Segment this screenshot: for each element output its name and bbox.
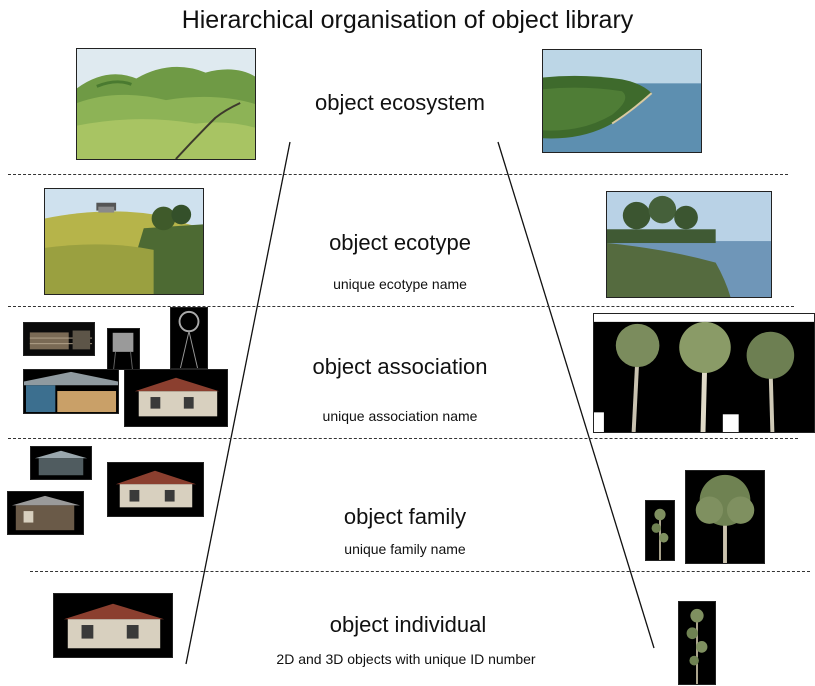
sapling-image-individual <box>678 601 716 685</box>
farm-field-image <box>44 188 204 295</box>
level-family-label: object family <box>343 504 467 529</box>
level-ecosystem-label: object ecosystem <box>315 90 485 115</box>
large-tree-image-family <box>685 470 765 564</box>
divider-3 <box>8 438 798 439</box>
eucalyptus-trees-image <box>593 313 815 433</box>
sapling-image-family <box>645 500 675 561</box>
windmill-image <box>170 307 208 369</box>
cottage-image-family <box>107 462 204 517</box>
barn-image <box>30 446 92 480</box>
diagram-title: Hierarchical organisation of object libr… <box>181 6 634 34</box>
stockyard-image <box>23 322 95 356</box>
hay-shed-image <box>23 369 119 414</box>
lake-woodland-image <box>606 191 772 298</box>
level-individual-sub: 2D and 3D objects with unique ID number <box>276 651 536 667</box>
divider-2 <box>8 306 794 307</box>
water-tank-image <box>107 328 140 370</box>
cottage-image-individual <box>53 593 173 658</box>
divider-4 <box>30 571 810 572</box>
level-ecotype-label: object ecotype <box>329 230 471 255</box>
coastline-image <box>542 49 702 153</box>
timber-hut-image <box>7 491 84 535</box>
hills-landscape-image <box>76 48 256 160</box>
level-family-sub: unique family name <box>344 541 466 557</box>
divider-1 <box>8 174 788 175</box>
level-individual-label: object individual <box>329 612 487 637</box>
level-association-label: object association <box>312 354 488 379</box>
level-ecotype-sub: unique ecotype name <box>333 276 467 292</box>
level-association-sub: unique association name <box>322 408 478 424</box>
homestead-image-association <box>124 369 228 427</box>
